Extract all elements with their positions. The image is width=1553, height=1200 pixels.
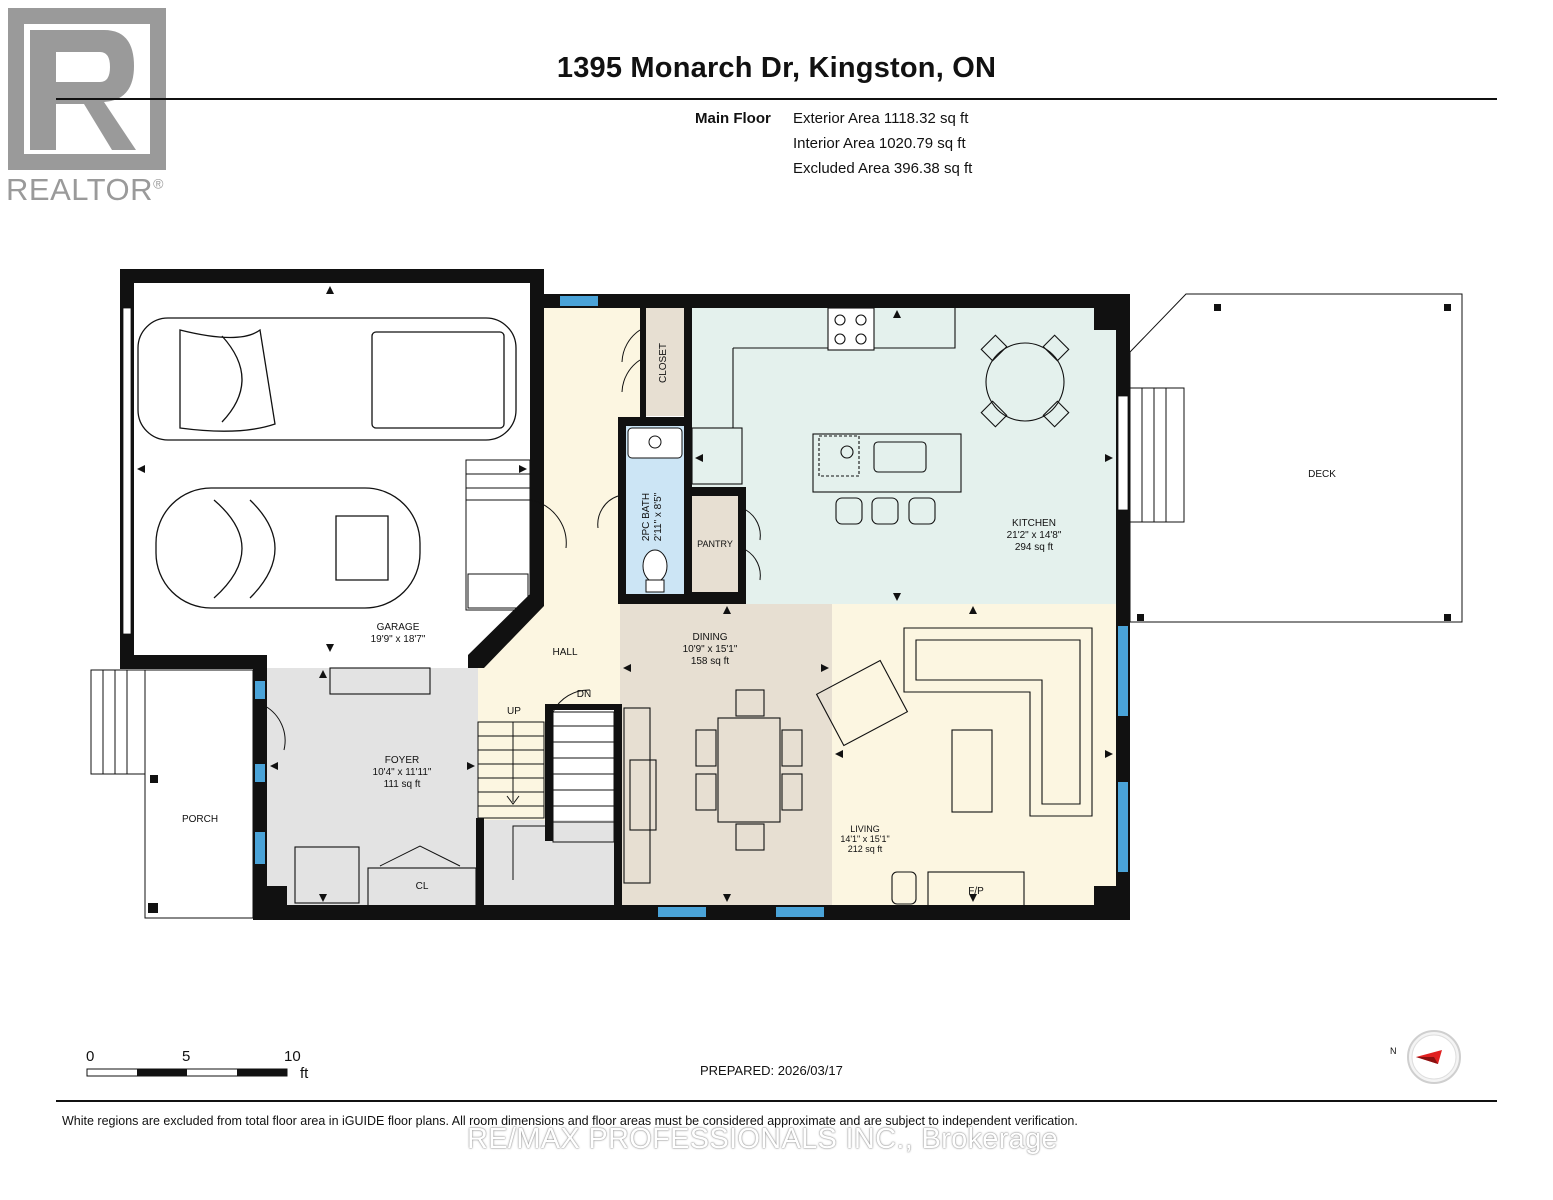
garage-label: GARAGE 19'9" x 18'7" (356, 622, 440, 646)
fireplace-label: F/P (968, 886, 984, 897)
garage-dims: 19'9" x 18'7" (370, 634, 426, 645)
foyer-dims: 10'4" x 11'11" (372, 767, 432, 778)
dining-area (620, 604, 832, 905)
floor-label: Main Floor (695, 110, 771, 127)
scale-tick-10: 10 (284, 1048, 301, 1065)
kitchen-area-text: 294 sq ft (1014, 542, 1054, 553)
kitchen-dims: 21'2" x 14'8" (1006, 530, 1062, 541)
garage-name: GARAGE (376, 622, 420, 633)
scale-tick-5: 5 (182, 1048, 191, 1065)
header-divider (56, 98, 1497, 100)
scale-bar (86, 1068, 288, 1077)
bath-label: 2PC BATH 2'11" x 8'5" (641, 477, 667, 557)
bath-name: 2PC BATH (641, 492, 652, 542)
closet-cl-label: CL (415, 881, 429, 892)
foyer-area (267, 668, 478, 905)
interior-area: Interior Area 1020.79 sq ft (793, 135, 966, 152)
dining-name: DINING (692, 632, 728, 643)
kitchen-area (692, 308, 1116, 604)
footer-divider (56, 1100, 1497, 1102)
registered-mark: ® (153, 175, 164, 192)
porch-steps (90, 669, 146, 775)
foyer-label: FOYER 10'4" x 11'11" 111 sq ft (362, 755, 442, 791)
living-area-text: 212 sq ft (847, 844, 883, 854)
foyer-area-text: 111 sq ft (383, 779, 421, 790)
porch-label: PORCH (181, 814, 219, 825)
pantry-label: PANTRY (697, 539, 733, 549)
scale-unit: ft (300, 1065, 309, 1082)
dining-table (623, 689, 803, 884)
living-furniture (815, 627, 1093, 909)
porch-outline (144, 669, 254, 919)
stairs-up-label: UP (507, 706, 521, 717)
hall-label: HALL (552, 647, 578, 658)
pantry-area (692, 496, 738, 592)
deck-steps (1129, 387, 1185, 523)
bath-dims: 2'11" x 8'5" (653, 492, 664, 542)
compass-north-label: N (1390, 1046, 1397, 1056)
kitchen-fixtures (691, 307, 1070, 525)
windows (255, 296, 1128, 917)
prepared-date: PREPARED: 2026/03/17 (700, 1063, 843, 1078)
garage-cars (137, 317, 517, 609)
compass-icon (1407, 1030, 1461, 1084)
closet-label: CLOSET (658, 343, 669, 384)
dining-label: DINING 10'9" x 15'1" 158 sq ft (670, 632, 750, 668)
scale-tick-0: 0 (86, 1048, 95, 1065)
foyer-name: FOYER (384, 755, 420, 766)
realtor-text: REALTOR (6, 172, 154, 207)
living-label: LIVING 14'1" x 15'1" 212 sq ft (830, 824, 900, 854)
dining-area-text: 158 sq ft (690, 656, 730, 667)
disclaimer: White regions are excluded from total fl… (62, 1114, 1078, 1128)
living-name: LIVING (850, 824, 880, 834)
living-dims: 14'1" x 15'1" (840, 834, 890, 844)
dining-dims: 10'9" x 15'1" (682, 644, 738, 655)
realtor-logo (8, 8, 166, 170)
deck-label: DECK (1308, 469, 1336, 480)
page-title: 1395 Monarch Dr, Kingston, ON (556, 52, 997, 84)
kitchen-label: KITCHEN 21'2" x 14'8" 294 sq ft (994, 518, 1074, 554)
exterior-area: Exterior Area 1118.32 sq ft (793, 110, 969, 127)
closet-area (646, 308, 684, 416)
brokerage-watermark: RE/MAX PROFESSIONALS INC., Brokerage (467, 1123, 1058, 1155)
stairs-down-label: DN (576, 689, 592, 700)
kitchen-name: KITCHEN (1012, 518, 1056, 529)
excluded-area: Excluded Area 396.38 sq ft (793, 160, 973, 177)
realtor-wordmark: REALTOR® (6, 172, 164, 208)
realtor-r-icon (8, 8, 166, 170)
